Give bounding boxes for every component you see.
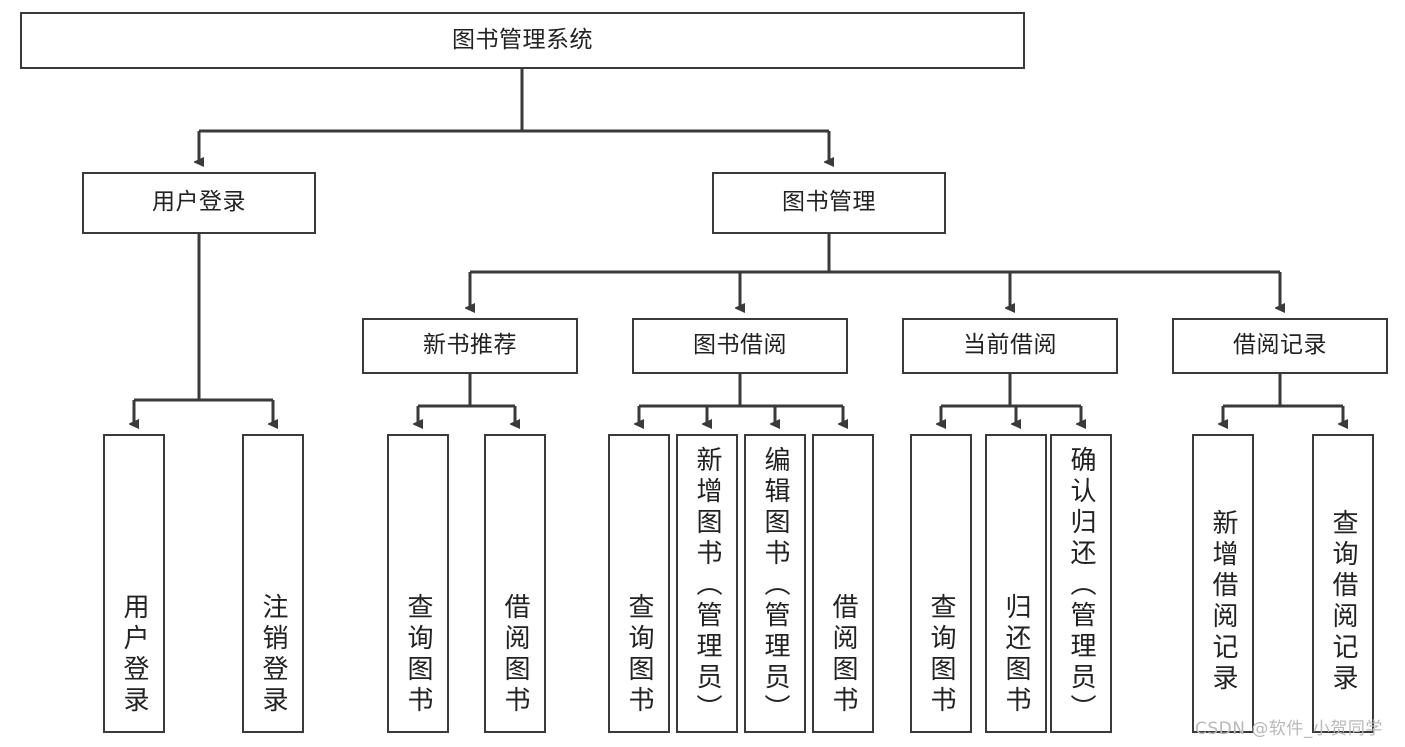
node-leaf-borrow-book-1[interactable]: 借阅图书 xyxy=(484,434,546,733)
node-leaf-query-book-3-label: 查询图书 xyxy=(926,593,956,717)
node-leaf-user-logout-label: 注销登录 xyxy=(258,593,288,717)
node-leaf-borrow-book-1-label: 借阅图书 xyxy=(500,593,530,717)
node-current-borrow[interactable]: 当前借阅 xyxy=(902,318,1118,374)
node-leaf-confirm-return-admin-label: 确认归还（管理员） xyxy=(1066,446,1096,725)
node-leaf-query-borrow-record[interactable]: 查询借阅记录 xyxy=(1312,434,1374,733)
node-leaf-edit-book-admin[interactable]: 编辑图书（管理员） xyxy=(744,434,806,733)
node-leaf-confirm-return-admin[interactable]: 确认归还（管理员） xyxy=(1050,434,1112,733)
node-leaf-add-borrow-record[interactable]: 新增借阅记录 xyxy=(1192,434,1254,733)
node-leaf-user-logout[interactable]: 注销登录 xyxy=(242,434,304,733)
node-borrow-record[interactable]: 借阅记录 xyxy=(1172,318,1388,374)
node-leaf-query-book-1-label: 查询图书 xyxy=(403,593,433,717)
node-book-borrow[interactable]: 图书借阅 xyxy=(632,318,848,374)
watermark: CSDN @软件_小贺同学 xyxy=(1195,719,1383,739)
node-leaf-user-login-label: 用户登录 xyxy=(119,593,149,717)
node-leaf-edit-book-admin-label: 编辑图书（管理员） xyxy=(760,446,790,725)
node-current-borrow-label: 当前借阅 xyxy=(963,332,1057,359)
node-root[interactable]: 图书管理系统 xyxy=(20,12,1025,69)
node-leaf-add-book-admin[interactable]: 新增图书（管理员） xyxy=(676,434,738,733)
node-user-login[interactable]: 用户登录 xyxy=(82,172,316,234)
node-book-borrow-label: 图书借阅 xyxy=(693,332,787,359)
node-leaf-query-book-2-label: 查询图书 xyxy=(624,593,654,717)
node-leaf-user-login[interactable]: 用户登录 xyxy=(103,434,165,733)
node-leaf-query-book-1[interactable]: 查询图书 xyxy=(387,434,449,733)
node-leaf-query-book-2[interactable]: 查询图书 xyxy=(608,434,670,733)
node-leaf-query-borrow-record-label: 查询借阅记录 xyxy=(1328,509,1358,695)
node-leaf-query-book-3[interactable]: 查询图书 xyxy=(910,434,972,733)
node-book-manage[interactable]: 图书管理 xyxy=(712,172,946,234)
node-leaf-add-book-admin-label: 新增图书（管理员） xyxy=(692,446,722,725)
node-new-book-recommend[interactable]: 新书推荐 xyxy=(362,318,578,374)
node-leaf-borrow-book-2[interactable]: 借阅图书 xyxy=(812,434,874,733)
node-leaf-add-borrow-record-label: 新增借阅记录 xyxy=(1208,509,1238,695)
node-book-manage-label: 图书管理 xyxy=(782,189,876,216)
node-borrow-record-label: 借阅记录 xyxy=(1233,332,1327,359)
node-leaf-return-book[interactable]: 归还图书 xyxy=(985,434,1047,733)
node-leaf-borrow-book-2-label: 借阅图书 xyxy=(828,593,858,717)
node-new-book-recommend-label: 新书推荐 xyxy=(423,332,517,359)
node-leaf-return-book-label: 归还图书 xyxy=(1001,593,1031,717)
node-user-login-label: 用户登录 xyxy=(152,189,246,216)
node-root-label: 图书管理系统 xyxy=(452,26,593,53)
